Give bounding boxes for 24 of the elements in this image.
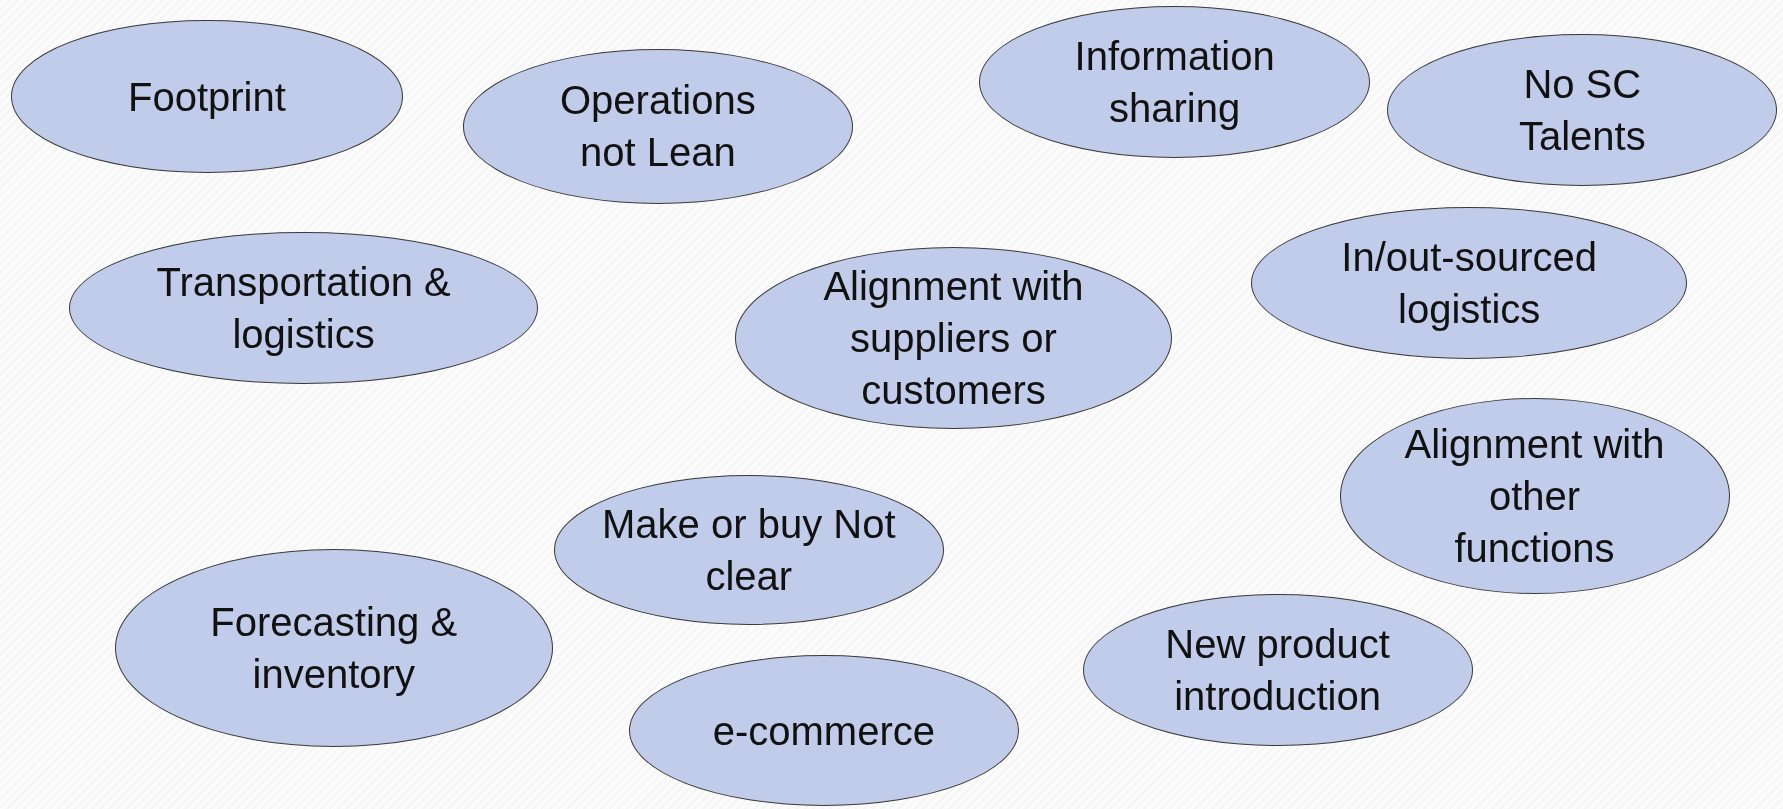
ellipse-node [979,5,1371,159]
ellipse-node [69,231,538,385]
ellipse-node [1082,593,1473,746]
ellipse-node [462,48,853,204]
node-label: Information sharing [1073,32,1276,132]
node-label: In/out-sourced logistics [1340,234,1598,334]
ellipse-node [114,549,553,748]
ellipse-node [1387,34,1778,187]
node-label: No SC Talents [1517,61,1647,161]
ellipse-node [1339,398,1730,594]
node-label: Footprint [127,73,287,121]
node-label: e-commerce [711,707,936,755]
node-label: Forecasting & inventory [209,599,459,699]
node-label: Alignment with suppliers or customers [822,262,1085,414]
ellipse-node [1250,206,1688,360]
node-label: Operations not Lean [558,77,757,177]
ellipse-node [11,20,403,173]
ellipse-node [734,246,1173,429]
node-label: Transportation & logistics [155,259,452,359]
ellipse-node [553,475,944,626]
node-label: Make or buy Not clear [601,501,897,601]
node-label: New product introduction [1164,620,1391,720]
node-label: Alignment with other functions [1403,420,1666,572]
ellipse-node [628,654,1019,807]
